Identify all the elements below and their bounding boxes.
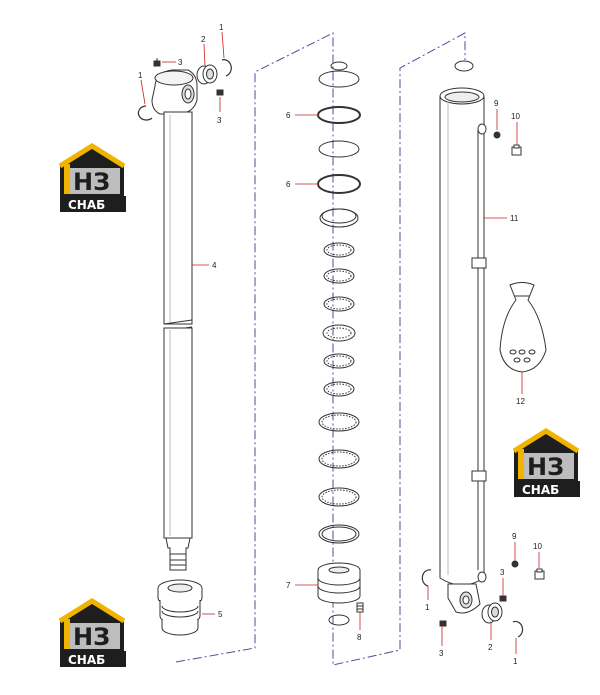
seal-ring — [318, 70, 360, 88]
cylinder-tube-assembly — [421, 60, 547, 638]
brand-logo-right: НЗ СНАБ — [512, 428, 580, 497]
grease-fitting-bottom — [499, 595, 507, 602]
logo-main-text: НЗ — [527, 453, 564, 481]
grease-fitting-bottom-left — [439, 620, 447, 627]
fitting-seal-top — [493, 131, 501, 139]
callout-1-bottom-right: 1 — [513, 657, 518, 666]
callout-9-bottom: 9 — [512, 532, 517, 541]
callout-10-top: 10 — [511, 112, 520, 121]
callout-6-lower: 6 — [286, 180, 291, 189]
rod-body-upper — [163, 111, 193, 325]
seal-kit-bag — [499, 282, 547, 373]
callout-1-top-left: 1 — [138, 71, 143, 80]
logo-main-text: НЗ — [73, 168, 110, 196]
snap-ring-bottom-left — [421, 569, 432, 587]
wiper-ring — [323, 381, 355, 397]
o-ring — [317, 106, 361, 124]
callout-3-top: 3 — [178, 58, 183, 67]
set-screw — [356, 602, 364, 613]
callout-12: 12 — [516, 397, 525, 406]
wiper-ring — [322, 324, 356, 342]
callout-5: 5 — [218, 610, 223, 619]
seal-stack — [317, 61, 364, 626]
rod-eye-top-face — [154, 70, 194, 86]
callout-2-bottom: 2 — [488, 643, 493, 652]
logo-sub-text: СНАБ — [522, 483, 559, 497]
brand-logo-bottom-left: НЗ СНАБ — [58, 598, 126, 667]
snap-ring-bottom-right — [512, 620, 524, 638]
brand-logo-top-left: НЗ СНАБ — [58, 143, 126, 212]
snap-ring-right — [221, 59, 232, 77]
snap-ring-left — [137, 105, 153, 121]
wear-ring — [318, 524, 360, 544]
plug-top — [511, 144, 522, 156]
tube-top-seal — [454, 60, 474, 72]
callout-6-upper: 6 — [286, 111, 291, 120]
callout-2-top: 2 — [201, 35, 206, 44]
logo-sub-text: СНАБ — [68, 653, 105, 667]
wiper-ring — [323, 296, 355, 312]
callout-3-bottom-left: 3 — [439, 649, 444, 658]
rod-body-lower — [163, 327, 193, 539]
o-ring — [317, 174, 361, 194]
logo-sub-text: СНАБ — [68, 198, 105, 212]
leader-lines — [140, 31, 540, 654]
spherical-bearing — [196, 64, 218, 85]
grease-fitting-side — [216, 89, 224, 96]
wiper-ring — [323, 268, 355, 284]
wiper-ring — [323, 353, 355, 369]
seal-ring — [318, 140, 360, 158]
callout-4: 4 — [212, 261, 217, 270]
gland — [157, 579, 203, 636]
plug-bottom — [534, 568, 545, 580]
piston-rod-assembly — [137, 58, 232, 636]
grease-fitting-top — [153, 58, 161, 67]
callouts: 1 2 3 3 1 4 5 6 6 7 8 9 10 11 12 9 10 3 … — [138, 23, 542, 666]
callout-1-bottom-left: 1 — [425, 603, 430, 612]
callout-3-bottom-right: 3 — [500, 568, 505, 577]
callout-10-bottom: 10 — [533, 542, 542, 551]
wear-ring — [318, 449, 360, 469]
callout-3-top-right: 3 — [217, 116, 222, 125]
callout-8: 8 — [357, 633, 362, 642]
seal-ring — [328, 614, 350, 626]
assembly-dash-line — [175, 32, 466, 666]
callout-9-top: 9 — [494, 99, 499, 108]
wiper-ring — [323, 242, 355, 258]
callout-7: 7 — [286, 581, 291, 590]
piston — [317, 562, 361, 604]
callout-11: 11 — [510, 214, 519, 223]
wear-ring — [318, 412, 360, 432]
logo-main-text: НЗ — [73, 623, 110, 651]
fitting-seal-bottom — [511, 560, 519, 568]
tube-bracket — [471, 470, 487, 482]
cylinder-tube — [439, 96, 485, 586]
seal-ring — [330, 61, 348, 71]
wear-ring — [318, 487, 360, 507]
callout-1-top-right: 1 — [219, 23, 224, 32]
tube-bracket — [471, 257, 487, 269]
spherical-bearing-bottom — [481, 602, 503, 624]
